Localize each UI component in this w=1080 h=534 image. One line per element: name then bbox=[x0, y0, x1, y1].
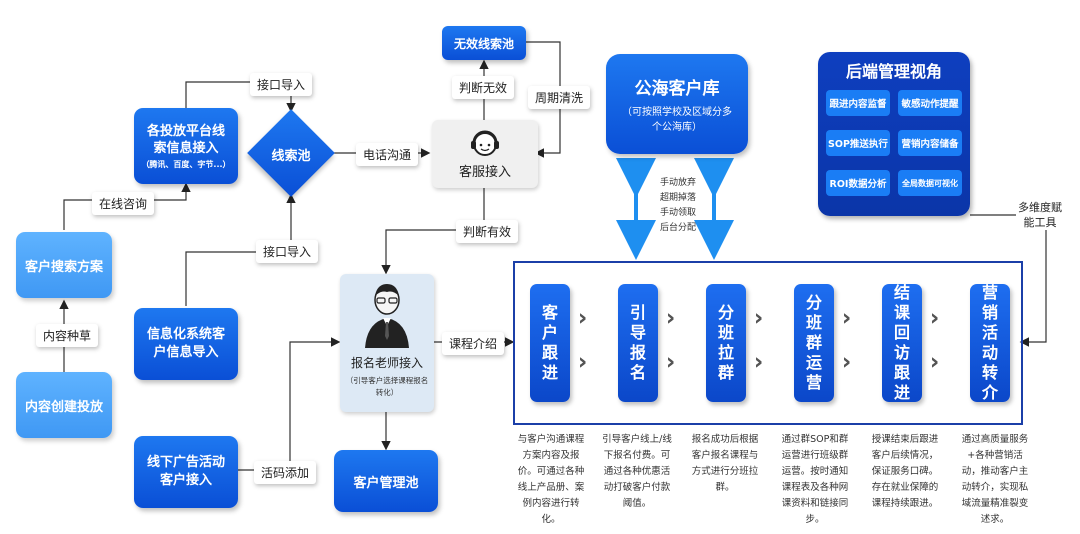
stage-class-group: 分班拉群 bbox=[706, 284, 746, 402]
api-import-top-tag: 接口导入 bbox=[250, 73, 313, 96]
invalid-pool-label: 无效线索池 bbox=[453, 36, 514, 51]
multi-tool-label: 多维度赋能工具 bbox=[1016, 200, 1064, 230]
stage-customer-followup: 客户跟进 bbox=[530, 284, 570, 402]
course-intro-tag: 课程介绍 bbox=[442, 332, 505, 355]
backend-item: SOP推送执行 bbox=[826, 130, 890, 156]
public-pool-title: 公海客户库 bbox=[634, 78, 720, 99]
stage-description: 报名成功后根据客户报名课程与方式进行分班拉群。 bbox=[691, 434, 759, 493]
public-pool-subtitle: （可按照学校及区域分多个公海库） bbox=[622, 106, 732, 133]
stage-guide-signup: 引导报名 bbox=[618, 284, 658, 402]
wechat-add-tag: 活码添加 bbox=[254, 461, 317, 484]
invalid-pool-node: 无效线索池 bbox=[442, 26, 526, 60]
online-consult-label: 在线咨询 bbox=[99, 197, 148, 211]
stage-description: 通过群SOP和群运营进行班级群运营。按时通知课程表及各种网课资料和链接同步。 bbox=[781, 434, 849, 525]
backend-item: ROI数据分析 bbox=[826, 170, 890, 196]
customer-search-label: 客户搜索方案 bbox=[24, 259, 103, 275]
stage-referral: 营销活动转介 bbox=[970, 283, 1010, 402]
teacher-icon bbox=[365, 284, 409, 348]
platform-subtitle: （腾讯、百度、字节...） bbox=[141, 159, 231, 169]
stage-revisit: 结课回访跟进 bbox=[882, 283, 922, 402]
stage-label: 结课回访跟进 bbox=[893, 283, 910, 402]
stage-label: 分班群运营 bbox=[805, 293, 822, 392]
content-create-node: 内容创建投放 bbox=[16, 372, 112, 438]
stage-group-ops: 分班群运营 bbox=[794, 284, 834, 402]
api-import-bottom-label: 接口导入 bbox=[263, 245, 312, 259]
stage-label: 分班拉群 bbox=[717, 303, 734, 382]
customer-mgmt-pool-node: 客户管理池 bbox=[334, 450, 438, 512]
content-seed-label: 内容种草 bbox=[43, 329, 92, 343]
stage-description: 与客户沟通课程方案内容及报价。可通过各种线上产品册、案例内容进行转化。 bbox=[517, 434, 585, 525]
periodic-clean-tag: 周期清洗 bbox=[528, 86, 591, 109]
backend-item: 营销内容储备 bbox=[898, 130, 962, 156]
api-import-bottom-tag: 接口导入 bbox=[256, 240, 319, 263]
customer-search-node: 客户搜索方案 bbox=[16, 232, 112, 298]
content-seed-tag: 内容种草 bbox=[36, 324, 99, 347]
pool-action-item: 超期掉落 bbox=[659, 193, 696, 203]
backend-item: 跟进内容监督 bbox=[826, 90, 890, 116]
judge-invalid-tag: 判断无效 bbox=[452, 76, 515, 99]
pool-actions: 手动放弃 超期掉落 手动领取 后台分配 bbox=[650, 176, 706, 236]
pool-action-item: 手动放弃 bbox=[659, 178, 696, 188]
teacher-access-label: 报名老师接入 bbox=[350, 356, 423, 370]
wechat-add-label: 活码添加 bbox=[261, 466, 310, 480]
stage-label: 客户跟进 bbox=[541, 303, 558, 382]
info-system-node: 信息化系统客户信息导入 bbox=[134, 308, 238, 380]
backend-item: 全局数据可视化 bbox=[898, 170, 962, 196]
judge-valid-label: 判断有效 bbox=[463, 225, 512, 239]
stage-label: 引导报名 bbox=[629, 303, 646, 382]
api-import-top-label: 接口导入 bbox=[257, 78, 306, 92]
platform-title: 各投放平台线索信息接入 bbox=[146, 123, 225, 156]
service-access-node: 客服接入 bbox=[432, 120, 538, 188]
periodic-clean-label: 周期清洗 bbox=[535, 91, 584, 105]
service-agent-icon bbox=[471, 130, 499, 156]
online-consult-tag: 在线咨询 bbox=[92, 192, 155, 215]
lead-pool-label: 线索池 bbox=[271, 149, 311, 164]
offline-ad-label: 线下广告活动客户接入 bbox=[146, 455, 225, 488]
info-system-label: 信息化系统客户信息导入 bbox=[146, 327, 225, 360]
pool-action-item: 后台分配 bbox=[659, 223, 696, 233]
phone-comm-label: 电话沟通 bbox=[363, 148, 412, 162]
backend-item: 敏感动作提醒 bbox=[898, 90, 962, 116]
stage-description: 通过高质量服务+各种营销活动，推动客户主动转介，实现私域流量精准裂变述求。 bbox=[961, 434, 1029, 525]
teacher-access-subtitle: （引导客户选择课程报名转化） bbox=[345, 376, 429, 397]
pool-action-item: 手动领取 bbox=[659, 208, 696, 218]
platform-node: 各投放平台线索信息接入 （腾讯、百度、字节...） bbox=[134, 108, 238, 184]
backend-title: 后端管理视角 bbox=[845, 62, 942, 81]
stage-description: 引导客户线上/线下报名付费。可通过各种优惠活动打破客户付款阈值。 bbox=[602, 434, 672, 509]
backend-panel: 后端管理视角 跟进内容监督 敏感动作提醒 SOP推送执行 营销内容储备 ROI数… bbox=[818, 52, 970, 216]
phone-comm-tag: 电话沟通 bbox=[356, 143, 419, 166]
customer-mgmt-pool-label: 客户管理池 bbox=[353, 475, 419, 491]
offline-ad-node: 线下广告活动客户接入 bbox=[134, 436, 238, 508]
public-pool-node: 公海客户库 （可按照学校及区域分多个公海库） bbox=[606, 54, 748, 154]
judge-valid-tag: 判断有效 bbox=[456, 220, 519, 243]
content-create-label: 内容创建投放 bbox=[24, 399, 103, 415]
service-access-label: 客服接入 bbox=[458, 164, 511, 180]
judge-invalid-label: 判断无效 bbox=[459, 81, 508, 95]
teacher-access-node: 报名老师接入 （引导客户选择课程报名转化） bbox=[340, 274, 434, 412]
stage-label: 营销活动转介 bbox=[981, 283, 998, 402]
stage-description: 授课结束后跟进客户后续情况，保证服务口碑。存在就业保障的课程持续跟进。 bbox=[871, 434, 939, 509]
course-intro-label: 课程介绍 bbox=[449, 337, 498, 351]
